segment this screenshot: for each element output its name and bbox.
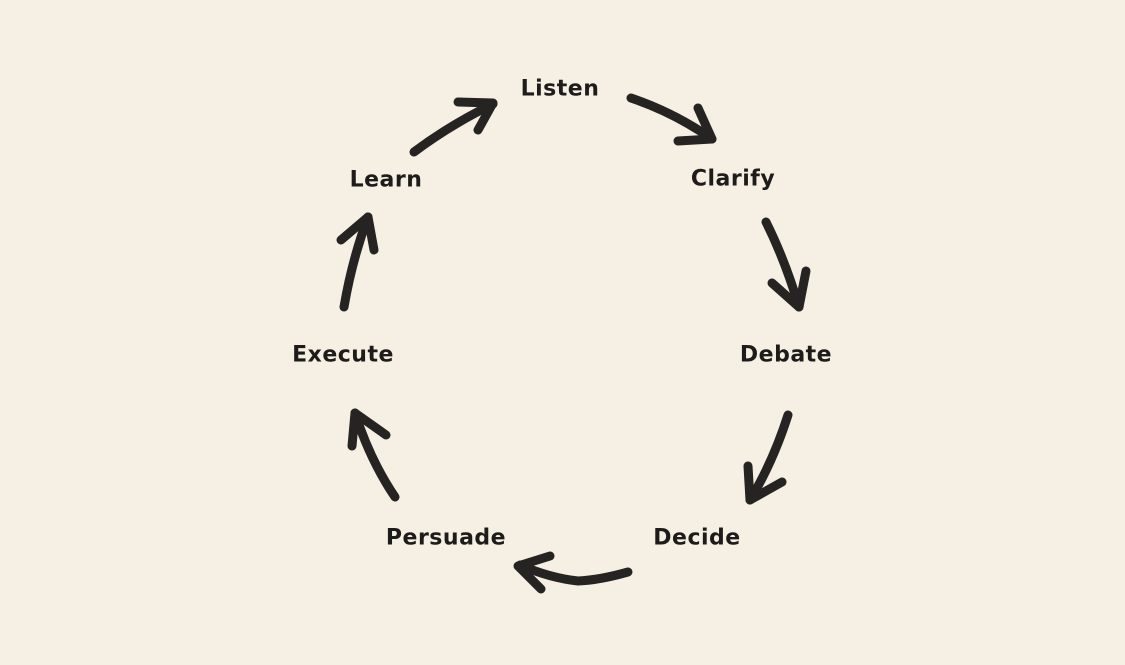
step-execute: Execute bbox=[292, 342, 394, 368]
step-clarify: Clarify bbox=[690, 166, 776, 192]
step-decide: Decide bbox=[653, 525, 741, 551]
step-persuade: Persuade bbox=[385, 525, 507, 551]
step-debate: Debate bbox=[739, 342, 833, 368]
step-learn: Learn bbox=[349, 167, 423, 193]
arrow-decide-to-persuade bbox=[513, 551, 633, 594]
arrow-debate-to-decide bbox=[743, 410, 793, 505]
arrow-persuade-to-execute bbox=[347, 408, 400, 502]
step-listen: Listen bbox=[520, 76, 600, 102]
arrow-learn-to-listen bbox=[409, 97, 498, 157]
arrow-execute-to-learn bbox=[336, 212, 379, 312]
arrow-clarify-to-debate bbox=[761, 217, 811, 312]
arrow-listen-to-clarify bbox=[626, 93, 717, 146]
